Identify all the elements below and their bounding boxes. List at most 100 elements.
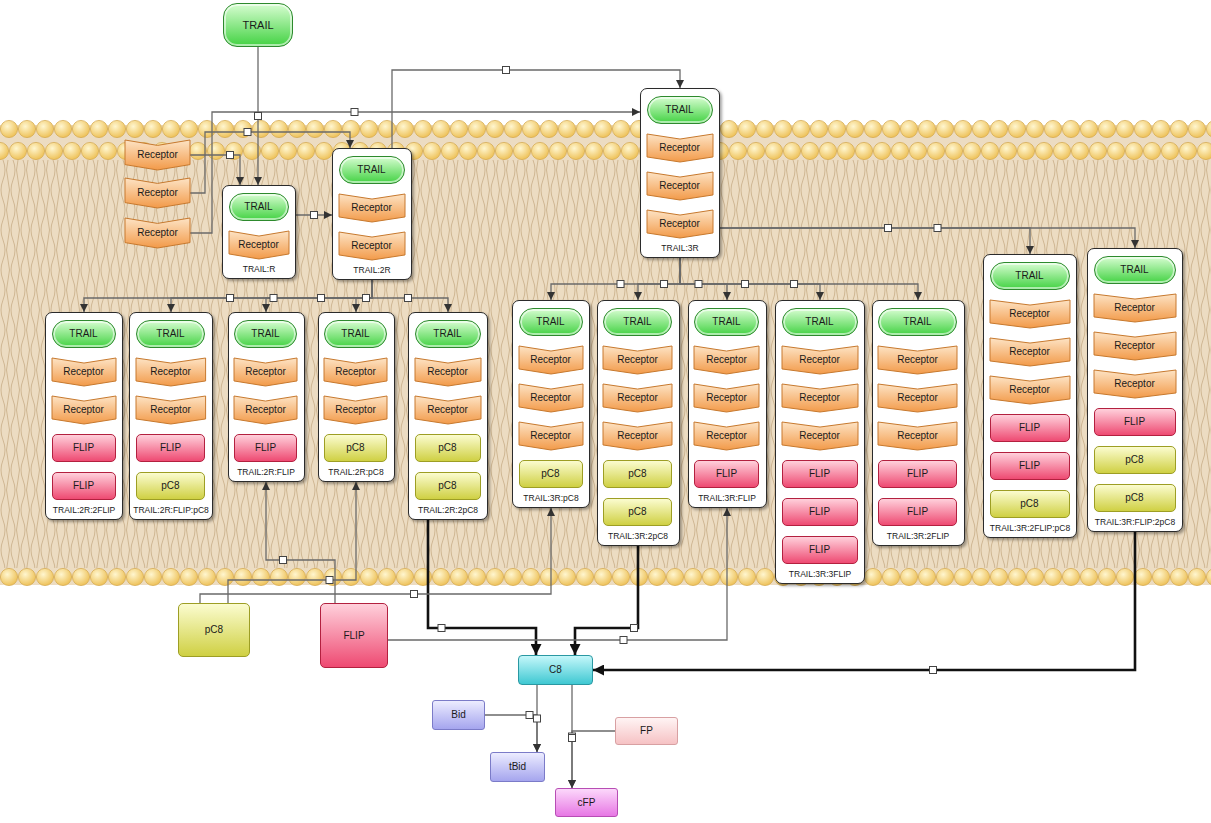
complex-box: TRAIL:3RTRAILReceptorReceptorReceptor (640, 88, 720, 258)
receptor-outline (782, 384, 858, 412)
receptor-chevron: Receptor (878, 422, 957, 450)
node-label: tBid (509, 761, 526, 773)
process-square (411, 591, 418, 598)
complex-box: TRAIL:3R:2FLIPTRAILReceptorReceptorRecep… (872, 300, 965, 546)
ligand-pill: TRAIL (234, 320, 297, 348)
node-label: Receptor (799, 430, 840, 442)
flip-box: FLIP (136, 434, 206, 462)
receptor-outline (694, 384, 759, 412)
ligand-pill: TRAIL (694, 308, 759, 336)
node-label: Receptor (617, 354, 658, 366)
node-label: pC8 (1125, 454, 1143, 466)
flip-box: FLIP (782, 460, 858, 488)
receptor-chevron: Receptor (339, 232, 405, 260)
receptor-outline (1094, 294, 1176, 322)
flip-box: FLIP (878, 460, 957, 488)
node-label: Receptor (150, 366, 191, 378)
reaction-arrow (551, 258, 680, 300)
receptor-chevron: Receptor (603, 384, 672, 412)
ligand-pill: TRAIL (415, 320, 481, 348)
reaction-arrow (190, 132, 350, 193)
receptor-outline (415, 396, 481, 424)
node-label: Receptor (897, 392, 938, 404)
receptor-outline (125, 218, 190, 248)
reaction-arrow (680, 258, 820, 300)
receptor-outline (234, 396, 297, 424)
process-square (227, 152, 234, 159)
receptor-outline (52, 396, 116, 424)
node-label: TRAIL (251, 328, 279, 340)
procaspase-box: pC8 (1094, 484, 1176, 512)
process-square (930, 667, 937, 674)
receptor-outline (519, 346, 583, 374)
ligand-pill: TRAIL (782, 308, 858, 336)
ligand-pill: TRAIL (223, 3, 293, 47)
receptor-chevron: Receptor (1094, 332, 1176, 360)
process-square (438, 625, 445, 632)
reaction-arrow (171, 280, 372, 312)
node-label: pC8 (438, 480, 456, 492)
receptor-outline (136, 396, 206, 424)
node-label: Receptor (706, 354, 747, 366)
node-label: FLIP (716, 468, 737, 480)
node-label: pC8 (161, 480, 179, 492)
receptor-outline (1094, 370, 1176, 398)
reaction-arrow (228, 482, 356, 603)
node-label: Receptor (137, 227, 178, 239)
node-label: FLIP (809, 544, 830, 556)
receptor-chevron: Receptor (603, 422, 672, 450)
receptor-outline (519, 384, 583, 412)
reaction-arrow (680, 258, 727, 300)
receptor-chevron: Receptor (1094, 294, 1176, 322)
process-square (227, 295, 234, 302)
complex-box: TRAIL:3R:FLIPTRAILReceptorReceptorRecept… (688, 300, 767, 508)
process-square (311, 212, 318, 219)
ligand-pill: TRAIL (603, 308, 672, 336)
ligand-pill: TRAIL (878, 308, 957, 336)
receptor-outline (324, 358, 387, 386)
receptor-chevron: Receptor (603, 346, 672, 374)
reaction-arrow (575, 546, 638, 655)
node-label: Receptor (799, 392, 840, 404)
process-square (351, 109, 358, 116)
node-label: TRAIL:2R:2pC8 (418, 506, 478, 516)
complex-box: TRAIL:RTRAILReceptor (222, 185, 296, 279)
node-label: TRAIL (1015, 270, 1043, 282)
flip-box: FLIP (52, 472, 116, 500)
procaspase-box: pC8 (1094, 446, 1176, 474)
node-label: TRAIL (805, 316, 833, 328)
complex-box: TRAIL:2R:FLIP:pC8TRAILReceptorReceptorFL… (129, 312, 213, 520)
node-label: cFP (578, 797, 596, 809)
process-square (617, 281, 624, 288)
receptor-chevron: Receptor (125, 178, 190, 208)
reaction-arrow (190, 155, 240, 185)
node-label: FLIP (907, 468, 928, 480)
node-label: Receptor (427, 366, 468, 378)
substrate-box: FP (615, 717, 678, 745)
node-label: Receptor (659, 218, 700, 230)
procaspase-box: pC8 (415, 434, 481, 462)
receptor-chevron: Receptor (990, 300, 1070, 328)
node-label: FLIP (907, 506, 928, 518)
reaction-arrow (638, 258, 680, 300)
node-label: Receptor (897, 430, 938, 442)
receptor-chevron: Receptor (519, 346, 583, 374)
cleaved-substrate-box: cFP (555, 788, 618, 817)
receptor-outline (878, 384, 957, 412)
receptor-outline (415, 358, 481, 386)
node-label: TRAIL:3R:pC8 (523, 494, 578, 504)
node-label: pC8 (541, 468, 559, 480)
node-label: Receptor (530, 354, 571, 366)
ligand-pill: TRAIL (519, 308, 583, 336)
node-label: Receptor (335, 366, 376, 378)
ligand-pill: TRAIL (136, 320, 206, 348)
process-square (280, 557, 287, 564)
complex-box: TRAIL:3R:FLIP:2pC8TRAILReceptorReceptorR… (1087, 248, 1183, 532)
node-label: Receptor (706, 430, 747, 442)
receptor-chevron: Receptor (1094, 370, 1176, 398)
flip-box: FLIP (320, 603, 388, 668)
bid-box: tBid (490, 752, 545, 782)
receptor-outline (125, 178, 190, 208)
node-label: pC8 (438, 442, 456, 454)
node-label: Receptor (1114, 302, 1155, 314)
